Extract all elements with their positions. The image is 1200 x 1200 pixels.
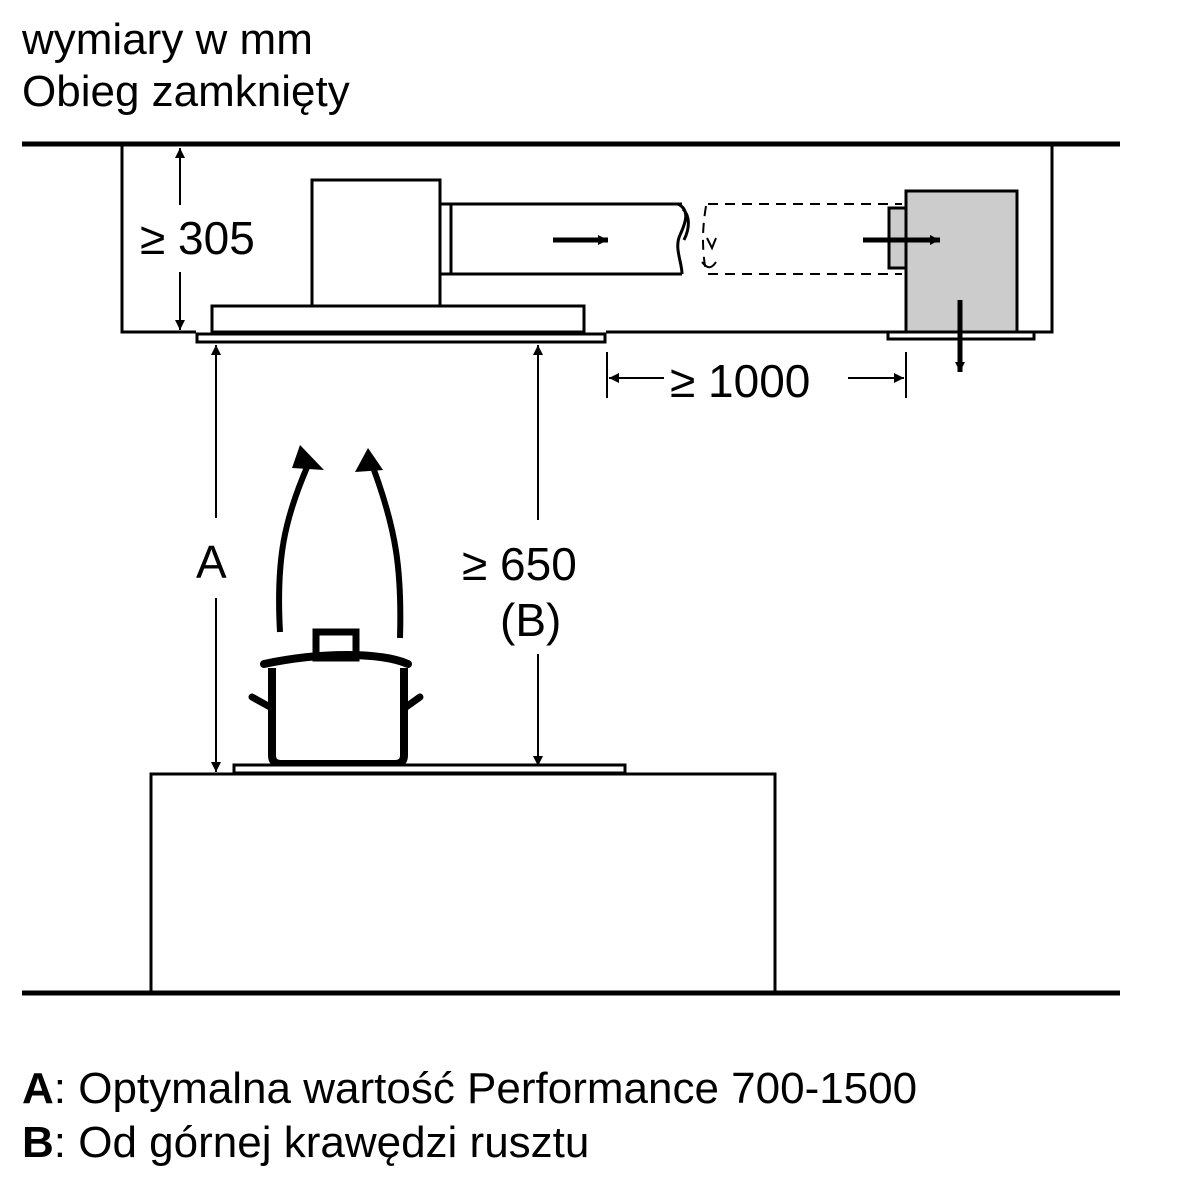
duct-collar <box>438 202 453 276</box>
cooking-pot-icon <box>248 628 424 768</box>
legend-text: Od górnej krawędzi rusztu <box>66 1118 590 1167</box>
duct-break <box>676 202 690 275</box>
legend-item-b: B: Od górnej krawędzi rusztu <box>22 1116 917 1170</box>
legend-text: Optymalna wartość Performance 700-1500 <box>66 1064 918 1113</box>
hob-plate <box>232 763 627 775</box>
legend: A: Optymalna wartość Performance 700-150… <box>22 1062 917 1170</box>
dim-650-ref: (B) <box>500 594 561 646</box>
dim-1000-label: ≥ 1000 <box>670 355 810 407</box>
units-note: wymiary w mm <box>22 15 313 64</box>
legend-separator: : <box>53 1118 67 1167</box>
hood-trim-panel <box>195 332 607 344</box>
legend-key: B <box>22 1118 54 1167</box>
base-cabinet <box>149 772 777 994</box>
dim-650-label: ≥ 650 <box>462 538 577 590</box>
steam-arrows-icon <box>276 445 404 639</box>
dim-a-label: A <box>196 536 227 588</box>
hood-base-plate <box>210 304 586 334</box>
legend-item-a: A: Optymalna wartość Performance 700-150… <box>22 1062 917 1116</box>
diagram-header: wymiary w mm Obieg zamknięty <box>22 14 350 118</box>
mode-title: Obieg zamknięty <box>22 67 350 116</box>
legend-key: A <box>22 1064 54 1113</box>
ceiling-cavity <box>120 146 196 334</box>
duct-dashed-break <box>701 237 717 269</box>
duct-pipe <box>451 202 682 276</box>
hood-motor-box <box>310 178 442 308</box>
ceiling-cavity-right <box>1034 146 1054 334</box>
dim-305-label: ≥ 305 <box>140 212 255 264</box>
legend-separator: : <box>53 1064 67 1113</box>
